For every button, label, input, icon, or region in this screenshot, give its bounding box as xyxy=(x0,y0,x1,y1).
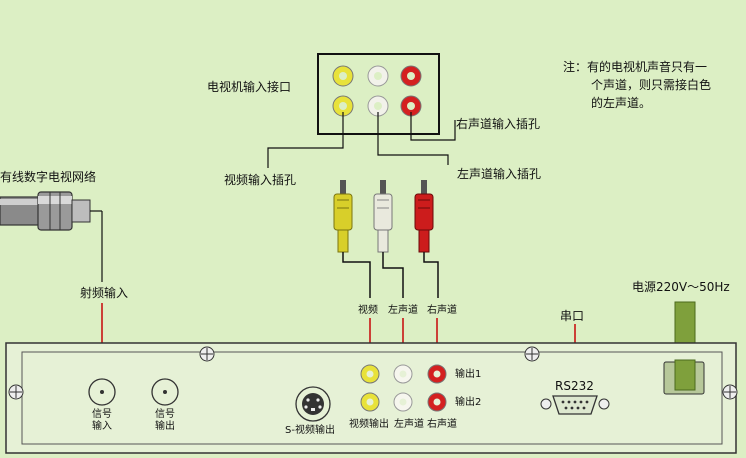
signal-out-label-1: 信号 xyxy=(155,409,175,420)
rs232-port xyxy=(540,395,610,415)
box-right-label: 右声道 xyxy=(427,419,457,430)
screw-top-left xyxy=(199,346,215,362)
power-cord-plug xyxy=(674,359,696,391)
screw-left xyxy=(8,384,24,400)
note-line-2: 个声道，则只需接白色 xyxy=(591,78,712,92)
rf-out-jack xyxy=(151,378,179,406)
note-block: 注：有的电视机声音只有一 个声道，则只需接白色 的左声道。 xyxy=(563,58,711,112)
video-out-label: 视频输出 xyxy=(349,419,389,430)
rf-input-label: 射频输入 xyxy=(80,286,129,300)
s-video-label: S-视频输出 xyxy=(285,425,335,436)
network-label: 有线数字电视网络 xyxy=(0,170,97,184)
leader-video-jack xyxy=(267,112,344,168)
leader-left-jack xyxy=(377,112,449,165)
rca-plug-red xyxy=(414,180,434,253)
signal-out-label-2: 输出 xyxy=(155,421,175,432)
plug-right-label: 右声道 xyxy=(427,305,457,316)
coax-cable xyxy=(0,191,91,231)
note-prefix: 注： xyxy=(563,60,588,74)
out1-white-jack xyxy=(393,364,413,384)
signal-in-label-2: 输入 xyxy=(92,421,112,432)
tv-jack-red-top xyxy=(400,65,422,87)
out2-red-jack xyxy=(427,392,447,412)
out1-red-jack xyxy=(427,364,447,384)
leader-right-jack xyxy=(410,112,456,141)
left-jack-label: 左声道输入插孔 xyxy=(457,167,542,181)
power-label: 电源220V～50Hz xyxy=(632,280,730,294)
plug-video-label: 视频 xyxy=(358,305,378,316)
tv-input-title: 电视机输入接口 xyxy=(207,80,292,94)
video-jack-label: 视频输入插孔 xyxy=(224,173,297,187)
output-2-label: 输出2 xyxy=(455,397,482,408)
rca-plug-yellow xyxy=(333,180,353,253)
s-video-jack xyxy=(295,386,331,422)
tv-jack-yellow-top xyxy=(332,65,354,87)
box-left-label: 左声道 xyxy=(394,419,424,430)
rs232-label: RS232 xyxy=(555,379,594,393)
output-1-label: 输出1 xyxy=(455,369,482,380)
out2-white-jack xyxy=(393,392,413,412)
right-jack-label: 右声道输入插孔 xyxy=(456,117,541,131)
note-line-3: 的左声道。 xyxy=(591,96,652,110)
tv-jack-red-right xyxy=(400,95,422,117)
out1-yellow-jack xyxy=(360,364,380,384)
rf-in-jack xyxy=(88,378,116,406)
rca-plug-white xyxy=(373,180,393,253)
plug-left-label: 左声道 xyxy=(388,305,418,316)
note-line-1: 有的电视机声音只有一 xyxy=(587,60,708,74)
serial-port-label: 串口 xyxy=(560,309,585,323)
screw-right xyxy=(722,384,738,400)
screw-top-right xyxy=(524,346,540,362)
signal-in-label-1: 信号 xyxy=(92,409,112,420)
cable-video xyxy=(342,252,371,298)
cable-left xyxy=(382,252,404,298)
out2-yellow-jack xyxy=(360,392,380,412)
cable-right xyxy=(423,252,439,298)
tv-jack-white-top xyxy=(367,65,389,87)
